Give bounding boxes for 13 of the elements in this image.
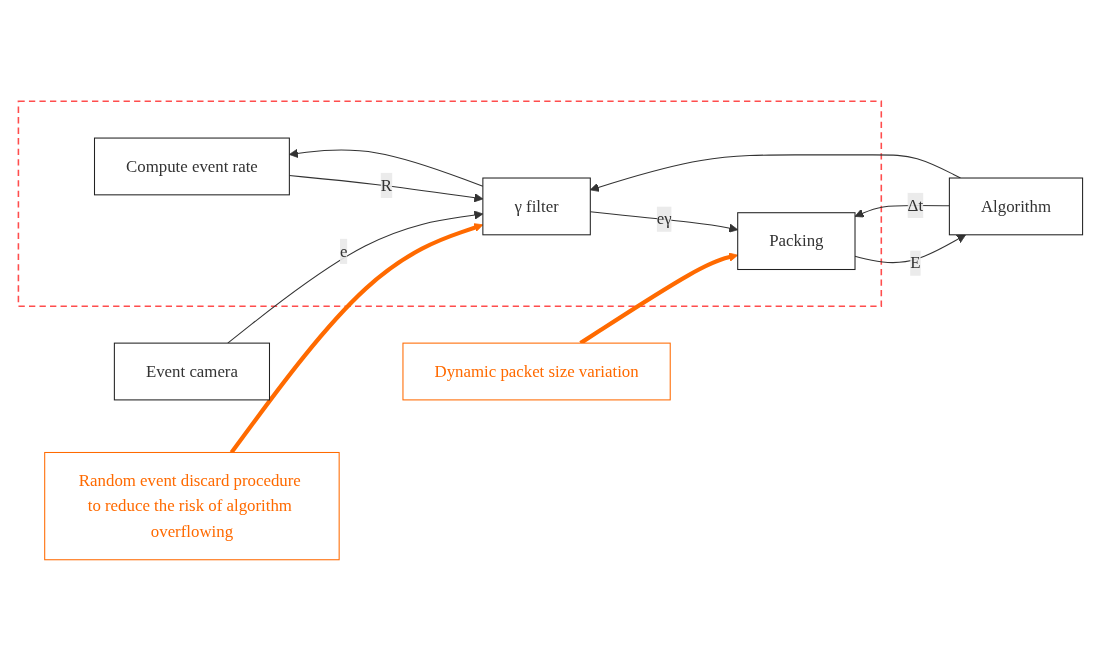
- node-box: Random event discard procedure to reduce the risk of algorithm overflowing: [44, 451, 340, 561]
- edge-label: Δt: [907, 195, 924, 214]
- node-box: Algorithm: [948, 177, 1084, 236]
- cluster: [17, 100, 883, 308]
- edge-label: eγ: [656, 209, 672, 228]
- node-box: Packing: [737, 212, 856, 271]
- node-box: Event camera: [113, 342, 270, 401]
- edge-label: R: [380, 175, 392, 194]
- edge-label: e: [339, 241, 348, 260]
- node-box: Dynamic packet size variation: [402, 342, 671, 401]
- edge-label: E: [910, 253, 921, 272]
- node-box: γ filter: [482, 177, 591, 236]
- node-box: Compute event rate: [93, 137, 290, 196]
